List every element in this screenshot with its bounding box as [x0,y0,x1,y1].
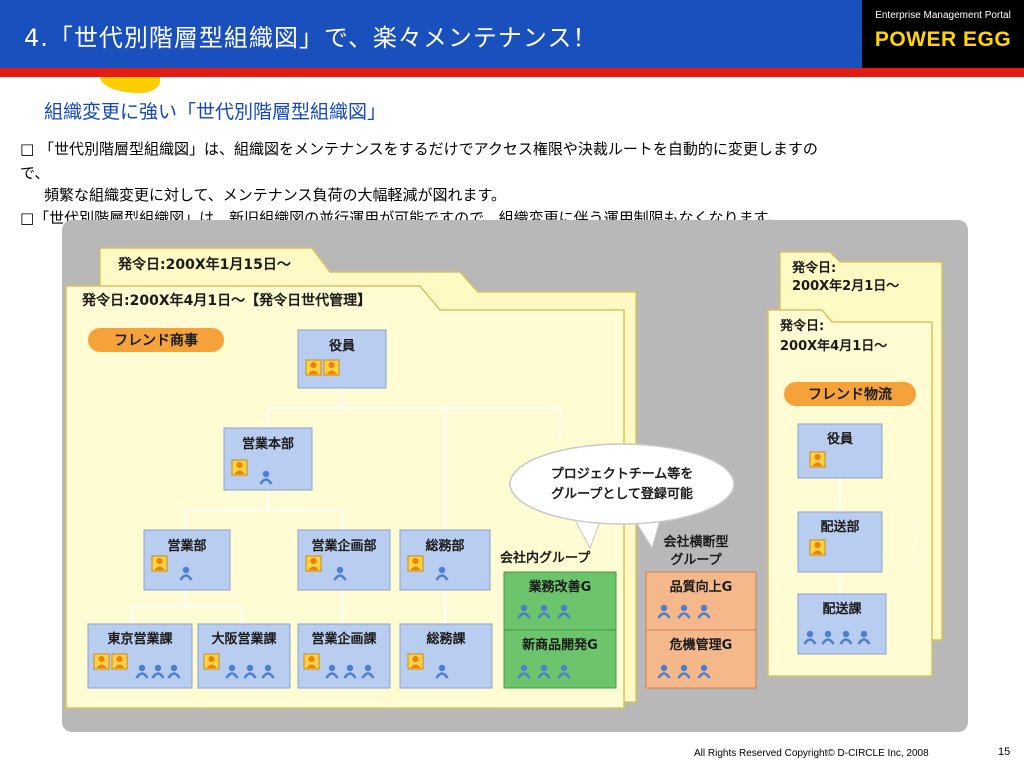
cross-group-title-2: グループ [670,552,722,568]
cross-group-title-1: 会社横断型 [663,534,728,550]
right-node-label: 配送部 [820,519,859,535]
node-tokyo-sales: 東京営業課 [87,623,193,689]
right-company-tag-label: フレンド物流 [808,386,892,403]
node-general-affairs-sec-label: 総務課 [426,631,466,647]
group-risk-management: 危機管理G [645,629,757,689]
node-general-affairs-dept-label: 総務部 [425,538,464,554]
right-node-officers: 役員 [797,423,883,479]
group-label: 危機管理G [670,637,733,653]
node-sales-dept-label: 営業部 [167,538,206,554]
footer-copyright: All Rights Reserved Copyright© D-CIRCLE … [694,748,929,759]
node-general-affairs-dept: 総務部 [399,529,491,591]
right-node-delivery-dept: 配送部 [797,511,883,573]
node-sales-hq-label: 営業本部 [242,436,294,452]
brand-logo: POWER EGG [874,28,1012,51]
slide-title: 4.「世代別階層型組織図」で、楽々メンテナンス！ [24,24,598,52]
slide-subtitle: 組織変更に強い「世代別階層型組織図」 [44,101,387,123]
callout-line-1: プロジェクトチーム等を [551,466,694,482]
right-node-delivery-sec: 配送課 [797,593,887,655]
node-general-affairs-sec: 総務課 [399,623,493,689]
node-osaka-sales: 大阪営業課 [197,623,291,689]
folder-back-label: 発令日:200X年1月15日〜 [117,256,291,273]
paragraph-1-continued: で、 [20,164,50,182]
node-sales-planning-dept-label: 営業企画部 [311,538,376,554]
right-front-label-1: 発令日: [779,318,824,334]
folder-front-label: 発令日:200X年4月1日〜【発令日世代管理】 [81,292,371,309]
node-sales-hq: 営業本部 [223,427,313,491]
header-divider [0,68,1024,77]
header-bar: 4.「世代別階層型組織図」で、楽々メンテナンス！ [0,0,1024,68]
company-tag-label: フレンド商事 [114,332,198,349]
group-business-improvement: 業務改善G [503,571,617,631]
internal-group-title: 会社内グループ [500,550,591,566]
paragraph-1: □ 「世代別階層型組織図」は、組織図をメンテナンスをするだけでアクセス権限や決裁… [20,140,818,158]
callout-bubble: プロジェクトチーム等を グループとして登録可能 [509,443,735,550]
company-tag: フレンド商事 [88,328,224,352]
group-new-product-dev: 新商品開発G [503,629,617,689]
group-quality-improvement: 品質向上G [645,571,757,631]
node-sales-dept: 営業部 [143,529,231,591]
node-officers: 役員 [297,329,387,389]
group-label: 品質向上G [670,579,733,595]
page-number: 15 [998,746,1011,758]
org-connectors [131,388,561,624]
group-label: 新商品開発G [522,637,598,653]
group-label: 業務改善G [528,579,592,595]
right-company-tag [784,382,916,406]
brand-subtitle: Enterprise Management Portal [875,10,1011,21]
right-back-label-2: 200X年2月1日〜 [792,278,899,294]
right-back-label-1: 発令日: [791,260,836,276]
node-tokyo-sales-label: 東京営業課 [107,631,173,647]
internal-groups: 会社内グループ 業務改善G 新商品開発G [500,550,617,689]
right-front-label-2: 200X年4月1日〜 [780,338,887,354]
callout-line-2: グループとして登録可能 [551,486,693,502]
right-node-label: 配送課 [822,601,862,617]
brand-box: Enterprise Management Portal POWER EGG [862,0,1024,68]
decorative-swoosh [100,77,160,93]
node-officers-label: 役員 [329,338,355,354]
folder-front: 発令日:200X年4月1日〜【発令日世代管理】 [65,285,625,709]
node-sales-planning-dept: 営業企画部 [297,529,391,591]
node-sales-planning-sec-label: 営業企画課 [311,631,377,647]
right-node-label: 役員 [827,431,853,447]
cross-company-groups: 会社横断型 グループ 品質向上G 危機管理G [645,534,757,689]
node-osaka-sales-label: 大阪営業課 [211,631,277,647]
right-folder-front: 発令日: 200X年4月1日〜 フレンド物流 役員 配送部 配送課 [767,309,933,677]
right-connectors [839,478,916,594]
paragraph-2: 頻繁な組織変更に対して、メンテナンス負荷の大幅軽減が図れます。 [44,186,507,204]
node-sales-planning-sec: 営業企画課 [297,623,391,689]
